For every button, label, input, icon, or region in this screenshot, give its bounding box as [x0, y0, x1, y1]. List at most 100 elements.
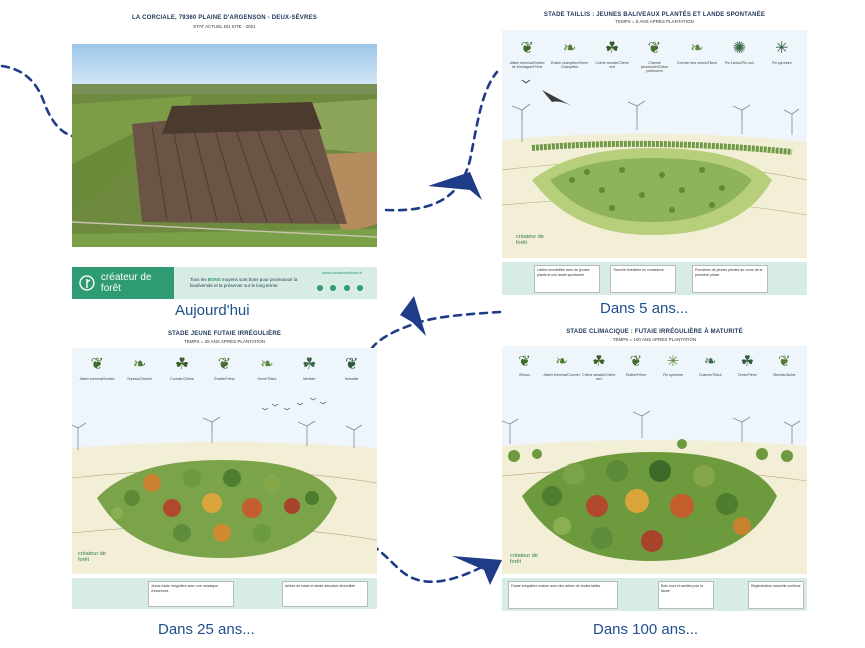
infobox-5-2: Tranche forestière en croissance [610, 265, 676, 293]
pine-icon: ✳ [775, 40, 789, 57]
panel-5-logo: créateur de forêt [516, 234, 544, 246]
leaf-icon: ❦ [520, 40, 534, 57]
species-item: ☘ Cormier/Chêne [162, 354, 202, 381]
aerial-photo-today [72, 44, 377, 247]
panel-100-subtitle: TEMPS = 100 ANS APRÈS PLANTATION [612, 337, 697, 342]
species-item: ❦ Noisetier [332, 354, 372, 381]
infobox-25-1: Jeune futaie irrégulière avec une mosaïq… [148, 581, 234, 607]
species-item: ❧Alisier torminal/Cormier [543, 352, 580, 381]
leaf-icon: ❧ [260, 356, 274, 373]
species-name: Orme/Frêne [737, 373, 757, 377]
species-item: ❦ Charme pédonculé/Chêne pubescent [634, 38, 674, 74]
species-item: ☘ Chêne sessile/Chêne vert [580, 352, 617, 381]
facebook-icon[interactable] [357, 285, 364, 291]
infobar-25: Jeune futaie irrégulière avec une mosaïq… [72, 578, 377, 609]
species-name: Érable/Frêne [625, 373, 647, 377]
infobar-100: Futaie irrégulière mature avec des arbre… [502, 578, 807, 611]
species-name: Pin Laricio/Pin noir [724, 61, 754, 65]
species-name: Erable champêtre/Orme Champêtre [550, 61, 589, 70]
species-name: Merisier/Aulne [773, 373, 796, 377]
twitter-icon[interactable] [317, 285, 323, 291]
arrow-head-to-5 [428, 172, 482, 200]
panel-25-title: STADE JEUNE FUTAIE IRRÉGULIÈRE [167, 331, 282, 337]
species-name: Érable/Frêne [214, 377, 235, 381]
infobar-5: Lisière ensoleillée avec de jeunes plant… [502, 262, 807, 295]
species-item: ❧Orme/Tilleul [247, 354, 287, 381]
panel-100-title: STADE CLIMACIQUE : FUTAIE IRRÉGULIÈRE À … [566, 329, 743, 335]
species-item: ❧ Erable champêtre/Orme Champêtre [550, 38, 590, 74]
species-name: Pin sylvestre [771, 61, 792, 65]
species-name: Merisier [303, 377, 316, 381]
species-item: ❧ Cormier des ormes/Tilleul [677, 38, 717, 74]
pine-icon: ✳ [666, 353, 680, 370]
illustration-100-years: ❦ If/Houx ❧Alisier torminal/Cormier ☘ Chên… [502, 346, 807, 574]
arrow-entry-path [0, 64, 74, 138]
species-item: ☘ Orme/Frêne [729, 352, 766, 381]
species-item: ❦Érable/Frêne [617, 352, 654, 381]
species-row-100: ❦ If/Houx ❧Alisier torminal/Cormier ☘ Chên… [506, 352, 803, 381]
brand-banner: créateur de forêt Tous les BONS moyens s… [72, 267, 377, 299]
species-item: ✺ Pin Laricio/Pin noir [719, 38, 759, 74]
species-name: Cormier des ormes/Tilleul [677, 61, 717, 65]
today-subtitle: ETAT ACTUEL DU SITE - 2021 [193, 24, 256, 29]
species-name: Cormier/Chêne [170, 377, 194, 381]
brand-logo: créateur de forêt [72, 267, 174, 299]
pine-icon: ✺ [732, 40, 747, 57]
today-title: LA CORCIALE, 79360 PLAINE D'ARGENSON - D… [132, 15, 317, 21]
brand-logo-text: créateur de forêt [100, 272, 152, 294]
leaf-icon: ❦ [518, 353, 531, 370]
species-name: Chêne sessile/Chêne vert [582, 373, 616, 382]
arrow-5-to-25-path [370, 310, 502, 350]
species-name: Alisier torminal/Sorbier de Montagne/Frê… [509, 61, 545, 70]
leaf-icon: ☘ [302, 356, 317, 373]
infobox-5-3: Premières de jeunes plantes au cours de … [692, 265, 768, 293]
website-link[interactable]: www.createurdeforet.fr [322, 270, 363, 275]
panel-5-subtitle: TEMPS = 5 ANS APRÈS PLANTATION [615, 19, 694, 24]
arrow-25-to-100-path [370, 543, 482, 584]
leaf-icon: ☘ [740, 353, 755, 370]
caption-100-years: Dans 100 ans... [593, 621, 699, 638]
brand-logo-icon [79, 275, 95, 291]
infobox-100-1: Futaie irrégulière mature avec des arbre… [508, 581, 618, 609]
infobox-5-1: Lisière ensoleillée avec de jeunes plant… [534, 265, 600, 293]
illustration-5-years: ❦ Alisier torminal/Sorbier de Montagne/Fr… [502, 30, 807, 258]
species-item: ❧ Sureau/Charme [120, 354, 160, 381]
species-item: ✳Pin sylvestre [655, 352, 692, 381]
leaf-icon: ❧ [555, 353, 568, 370]
species-name: Charme pédonculé/Chêne pubescent [640, 61, 669, 74]
species-name: If/Houx [519, 373, 531, 377]
leaf-icon: ☘ [604, 40, 620, 57]
infobox-25-2: Arbres de futaie et strate arbustive div… [282, 581, 368, 607]
leaf-icon: ❧ [690, 40, 704, 57]
species-item: ❧Charme/Tilleul [692, 352, 729, 381]
leaf-icon: ❧ [703, 353, 717, 370]
leaf-icon: ❧ [562, 40, 577, 57]
brand-tagline: Tous les BONS moyens sont bons pour prom… [190, 277, 310, 290]
leaf-icon: ❦ [90, 356, 104, 373]
caption-25-years: Dans 25 ans... [158, 621, 255, 638]
panel-5-title: STADE TAILLIS : JEUNES BALIVEAUX PLANTÉS… [543, 12, 766, 18]
panel-25-logo: créateur de forêt [78, 551, 106, 563]
social-block: www.createurdeforet.fr [314, 270, 364, 296]
panel-100-logo: créateur de forêt [510, 553, 538, 565]
species-item: ✳ Pin sylvestre [762, 38, 802, 74]
species-name: Noisetier [344, 377, 359, 381]
linkedin-icon[interactable] [330, 285, 337, 291]
panel-25-subtitle: TEMPS = 25 ANS APRÈS PLANTATION [184, 339, 265, 344]
species-item: ❦ Alisier torminal/Sorbier de Montagne/Fr… [507, 38, 547, 74]
leaf-icon: ☘ [592, 353, 606, 370]
species-row-25: ❦Alisier torminal/Sorbier ❧Sureau/Charme… [76, 354, 373, 381]
arrow-today-to-5-path [384, 70, 499, 212]
species-item: ❦Érable/Frêne [204, 354, 244, 381]
infobox-100-3: Régénération naturelle continue [748, 581, 804, 609]
leaf-icon: ❦ [778, 353, 791, 370]
leaf-icon: ❧ [132, 356, 147, 373]
leaf-icon: ❦ [647, 40, 662, 57]
infobox-100-2: Bois mort et cavités pour la faune [658, 581, 714, 609]
species-name: Sureau/Charme [127, 377, 152, 381]
leaf-icon: ❦ [345, 356, 359, 373]
leaf-icon: ☘ [174, 356, 190, 373]
species-row-5: ❦ Alisier torminal/Sorbier de Montagne/Fr… [506, 38, 803, 74]
instagram-icon[interactable] [343, 285, 350, 291]
